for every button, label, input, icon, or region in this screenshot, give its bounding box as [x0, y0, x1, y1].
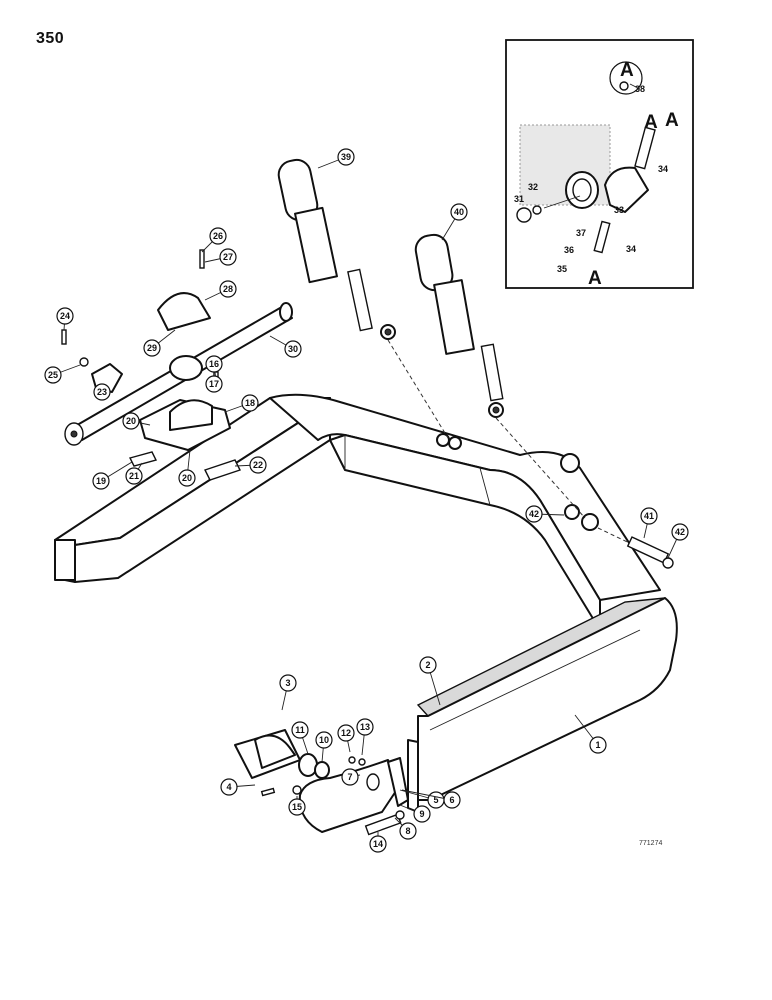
callout-10: 10	[315, 731, 333, 763]
callout-3: 3	[279, 674, 297, 711]
inset-part-36: 36	[564, 245, 574, 255]
callout-1: 1	[574, 714, 607, 754]
inset-part-33: 33	[614, 205, 624, 215]
callout-39: 39	[317, 148, 355, 169]
callout-17: 17	[205, 375, 223, 393]
svg-text:12: 12	[341, 728, 351, 738]
callout-22: 22	[234, 456, 267, 474]
inset-part-35: 35	[557, 264, 567, 274]
section-arrow-letter: A	[665, 110, 679, 131]
callout-29: 29	[143, 329, 176, 357]
lift-cylinder-39	[277, 158, 396, 340]
svg-text:18: 18	[245, 398, 255, 408]
callout-28: 28	[204, 280, 237, 301]
drawing-code: 771274	[639, 840, 662, 847]
callout-41: 41	[640, 507, 658, 539]
svg-text:9: 9	[419, 809, 424, 819]
callout-9: 9	[399, 804, 431, 823]
svg-text:30: 30	[288, 344, 298, 354]
callout-20: 20	[122, 412, 151, 430]
callout-38: 38	[629, 83, 645, 94]
svg-text:27: 27	[223, 252, 233, 262]
cross-shaft-assembly	[61, 249, 293, 481]
svg-text:14: 14	[373, 839, 383, 849]
callout-23: 23	[93, 383, 111, 401]
detail-a-inset: A	[505, 39, 694, 289]
callout-6: 6	[401, 789, 461, 809]
callout-42: 42	[667, 523, 689, 559]
pin-41	[626, 536, 674, 569]
detail-letter: A	[620, 60, 634, 81]
svg-text:17: 17	[209, 379, 219, 389]
svg-text:39: 39	[341, 152, 351, 162]
svg-text:13: 13	[360, 722, 370, 732]
callout-7: 7	[341, 768, 361, 786]
svg-text:11: 11	[295, 725, 305, 735]
svg-text:10: 10	[319, 735, 329, 745]
section-arrow-letter: A	[644, 112, 658, 133]
svg-text:21: 21	[129, 471, 139, 481]
svg-text:38: 38	[635, 84, 645, 94]
svg-text:42: 42	[675, 527, 685, 537]
cylinder-mounts	[436, 433, 599, 531]
svg-text:2: 2	[425, 660, 430, 670]
svg-text:4: 4	[226, 782, 231, 792]
svg-text:24: 24	[60, 311, 70, 321]
svg-text:20: 20	[182, 473, 192, 483]
callout-11: 11	[291, 721, 309, 755]
svg-text:41: 41	[644, 511, 654, 521]
callout-27: 27	[204, 248, 237, 266]
svg-text:25: 25	[48, 370, 58, 380]
inset-part-37: 37	[576, 228, 586, 238]
inset-part-34: 34	[626, 244, 636, 254]
callout-16: 16	[205, 355, 223, 381]
callout-20: 20	[178, 449, 196, 487]
svg-text:8: 8	[405, 826, 410, 836]
section-arrow-letter: A	[588, 268, 602, 289]
callout-26: 26	[201, 227, 227, 253]
callout-14: 14	[369, 832, 387, 853]
callout-12: 12	[337, 724, 355, 753]
page-number: 350	[36, 30, 65, 47]
inset-part-31: 31	[514, 194, 524, 204]
svg-text:20: 20	[126, 416, 136, 426]
svg-text:19: 19	[96, 476, 106, 486]
svg-text:5: 5	[433, 795, 438, 805]
main-frame	[54, 393, 678, 813]
svg-text:22: 22	[253, 460, 263, 470]
inset-part-32: 32	[528, 182, 538, 192]
callout-30: 30	[269, 335, 302, 358]
svg-text:7: 7	[347, 772, 352, 782]
svg-text:26: 26	[213, 231, 223, 241]
svg-text:40: 40	[454, 207, 464, 217]
callout-40: 40	[441, 203, 468, 241]
callout-25: 25	[44, 364, 81, 384]
callout-42: 42	[525, 505, 565, 523]
callout-4: 4	[220, 778, 256, 796]
svg-text:6: 6	[449, 795, 454, 805]
svg-text:42: 42	[529, 509, 539, 519]
svg-text:23: 23	[97, 387, 107, 397]
hitch-assembly	[234, 729, 409, 836]
callout-2: 2	[419, 656, 441, 706]
svg-text:15: 15	[292, 802, 302, 812]
svg-text:3: 3	[285, 678, 290, 688]
callout-15: 15	[288, 796, 306, 816]
callout-8: 8	[394, 817, 417, 840]
callout-18: 18	[224, 394, 259, 413]
callout-21: 21	[125, 462, 143, 485]
svg-text:29: 29	[147, 343, 157, 353]
callout-24: 24	[56, 307, 74, 331]
inset-part-34: 34	[658, 164, 668, 174]
svg-text:1: 1	[595, 740, 600, 750]
callout-13: 13	[356, 718, 374, 756]
callout-19: 19	[92, 461, 133, 490]
lift-cylinder-40	[414, 233, 504, 418]
svg-text:16: 16	[209, 359, 219, 369]
svg-text:28: 28	[223, 284, 233, 294]
